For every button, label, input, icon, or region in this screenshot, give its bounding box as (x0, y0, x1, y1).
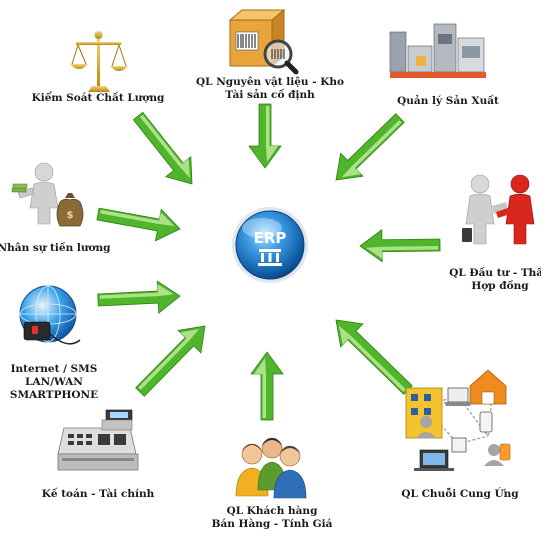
label-investment-line-1: QL Đầu tư - Thầu (449, 266, 541, 279)
arrow-accounting (135, 325, 206, 397)
label-hr-line-1: Nhân sự tiền lương (0, 241, 111, 254)
tablet-icon (451, 437, 467, 453)
arrow-network (97, 280, 181, 314)
label-network-line-1: Internet / SMS (11, 363, 98, 375)
erp-label: ERP (254, 229, 287, 247)
erp-hub-globe (235, 210, 305, 280)
label-supply-line-1: QL Chuỗi Cung Ứng (401, 486, 519, 500)
label-materials-line-1: QL Nguyên vật liệu - Kho (196, 75, 344, 88)
label-materials-line-2: Tài sản cố định (225, 88, 315, 101)
arrow-materials (248, 103, 282, 169)
cash-register-icon (57, 409, 139, 471)
pillar-icon (258, 249, 282, 266)
label-production: Quản lý Sản Xuất (397, 94, 499, 107)
erp-hub-highlight (242, 218, 282, 238)
label-hr: Nhân sự tiền lương (0, 241, 111, 254)
arrow-customers (250, 351, 284, 421)
globe-network-icon (19, 285, 81, 345)
svg-text:$: $ (67, 210, 74, 221)
briefcase-icon (462, 228, 472, 242)
box-barcode-icon (228, 8, 299, 75)
labels-layer: Kiểm Soát Chất Lượng QL Nguyên vật liệu -… (0, 75, 541, 530)
label-investment-line-2: Hợp đồng (471, 279, 529, 292)
label-customers-line-1: QL Khách hàng (227, 505, 319, 517)
arrows-layer (96, 103, 441, 421)
label-production-line-1: Quản lý Sản Xuất (397, 94, 499, 107)
erp-hub: ERP (232, 207, 308, 283)
scales-icon (70, 31, 128, 92)
label-customers-line-2: Bán Hàng - Tính Giá (212, 518, 333, 530)
label-quality: Kiểm Soát Chất Lượng (32, 90, 165, 104)
label-supply: QL Chuỗi Cung Ứng (401, 486, 519, 500)
factory-icon (389, 23, 486, 78)
arrow-investment (359, 228, 441, 263)
label-network-line-3: SMARTPHONE (10, 389, 98, 401)
label-accounting-line-1: Kế toán - Tài chính (42, 487, 155, 500)
label-quality-line-1: Kiểm Soát Chất Lượng (32, 90, 165, 104)
arrow-production (335, 113, 405, 181)
supply-chain-icon (405, 369, 511, 471)
customers-group-icon (235, 437, 307, 499)
label-accounting: Kế toán - Tài chính (42, 487, 155, 500)
phone-icon (479, 411, 493, 433)
house-icon (469, 369, 507, 405)
arrow-hr (96, 207, 181, 242)
arrow-quality (132, 111, 193, 185)
handshake-icon (462, 174, 535, 245)
laptop-icon (447, 387, 469, 403)
money-stack-icon (11, 183, 28, 193)
arrow-supply (335, 319, 413, 395)
person-money-bag-icon: $ (11, 162, 84, 227)
label-network-line-2: LAN/WAN (25, 376, 83, 388)
